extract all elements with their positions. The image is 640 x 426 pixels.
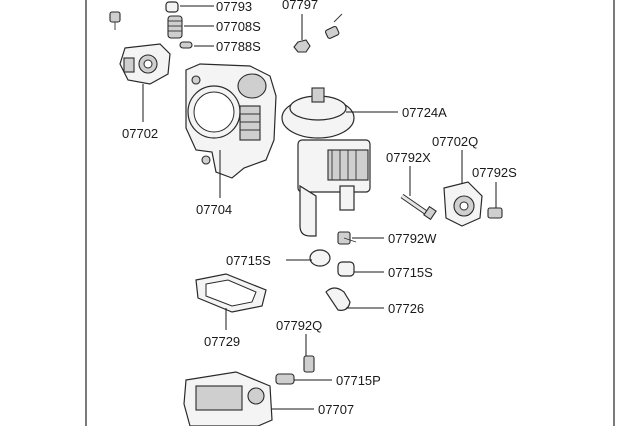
label-07793: 07793 <box>216 0 252 14</box>
part-07797-bolt[interactable] <box>324 13 343 39</box>
label-07792Q: 07792Q <box>276 318 322 333</box>
part-07792W[interactable] <box>337 231 357 245</box>
part-07724A[interactable] <box>281 87 371 237</box>
label-07792X: 07792X <box>386 150 431 165</box>
label-07702Q: 07702Q <box>432 134 478 149</box>
label-07707: 07707 <box>318 402 354 417</box>
part-07715S-upper[interactable] <box>309 249 331 267</box>
label-07708S: 07708S <box>216 19 261 34</box>
label-07715P: 07715P <box>336 373 381 388</box>
part-07702Q[interactable] <box>443 181 483 227</box>
label-07797: 07797 <box>282 0 318 12</box>
label-07702: 07702 <box>122 126 158 141</box>
part-07702[interactable] <box>119 43 171 85</box>
label-07715S-upper: 07715S <box>226 253 271 268</box>
part-07715P[interactable] <box>275 373 295 385</box>
label-07724A: 07724A <box>402 105 447 120</box>
label-07704: 07704 <box>196 202 232 217</box>
label-07726: 07726 <box>388 301 424 316</box>
part-07708S[interactable] <box>167 15 183 39</box>
label-07792S: 07792S <box>472 165 517 180</box>
label-07729: 07729 <box>204 334 240 349</box>
part-07792X[interactable] <box>400 193 437 221</box>
part-07792Q[interactable] <box>303 355 315 373</box>
part-07788S[interactable] <box>179 41 193 49</box>
label-07715S-lower: 07715S <box>388 265 433 280</box>
part-07793[interactable] <box>165 1 179 13</box>
part-07792S[interactable] <box>487 207 503 219</box>
bolt-top-left[interactable] <box>109 11 121 30</box>
label-07788S: 07788S <box>216 39 261 54</box>
part-07715S-lower[interactable] <box>337 261 355 277</box>
part-07704[interactable] <box>185 63 277 179</box>
part-07726[interactable] <box>325 287 351 311</box>
part-07797-nut[interactable] <box>293 39 311 53</box>
label-07792W: 07792W <box>388 231 437 246</box>
part-07729[interactable] <box>195 273 267 313</box>
part-07707[interactable] <box>183 371 273 426</box>
